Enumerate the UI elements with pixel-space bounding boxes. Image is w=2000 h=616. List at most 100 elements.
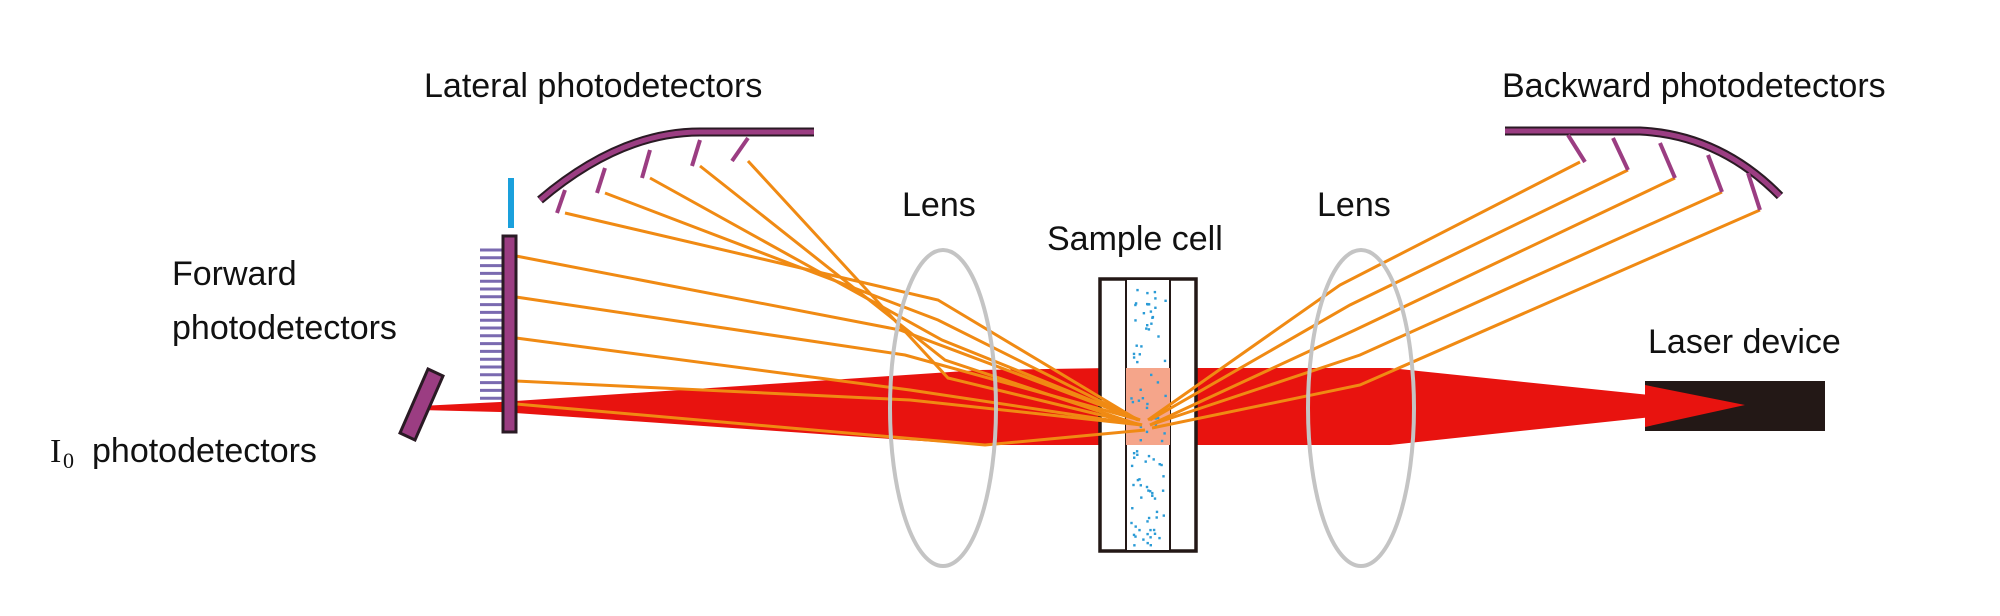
scattered-ray <box>1147 160 1581 422</box>
particle <box>1131 400 1135 404</box>
scattered-ray <box>515 254 1141 422</box>
particle <box>1132 533 1136 537</box>
particle <box>1162 514 1165 517</box>
scattered-ray <box>515 379 1143 427</box>
laser-emitter-glow <box>1645 385 1745 427</box>
particle <box>1131 507 1134 510</box>
scattered-ray <box>746 159 1143 427</box>
particle <box>1154 297 1157 300</box>
label-sample-cell: Sample cell <box>1047 220 1223 258</box>
particle <box>1132 483 1135 487</box>
label-laser-device: Laser device <box>1648 323 1841 361</box>
particle <box>1154 417 1157 420</box>
particle <box>1151 491 1154 495</box>
lens-left <box>888 248 998 568</box>
label-i0-subscript: 0 <box>63 448 74 473</box>
particle <box>1147 328 1151 331</box>
forward-photodetector-array <box>480 178 518 434</box>
lens-right <box>1306 248 1416 568</box>
particle <box>1136 453 1139 456</box>
laser-beam-converging <box>420 368 1110 445</box>
scattered-ray <box>604 191 1139 422</box>
particle <box>1140 345 1143 348</box>
particle <box>1130 464 1134 468</box>
particle <box>1146 291 1149 295</box>
label-i0-photodetectors: photodetectors <box>92 432 317 470</box>
particle <box>1154 423 1158 426</box>
label-lens-left: Lens <box>902 186 976 224</box>
particle <box>1156 381 1160 384</box>
particle <box>1142 312 1146 315</box>
particle <box>1138 353 1141 356</box>
particle <box>1164 394 1167 398</box>
particle <box>1147 489 1150 492</box>
backward-detector-element <box>1611 137 1630 171</box>
label-i0-symbol: I <box>50 433 61 470</box>
particle <box>1157 335 1160 338</box>
particle <box>1134 303 1137 307</box>
scattered-ray <box>1149 168 1629 422</box>
scattered-ray <box>1151 208 1761 430</box>
scattered-ray <box>649 176 1141 422</box>
particle <box>1153 290 1157 294</box>
particle <box>1147 516 1151 520</box>
particle <box>1163 359 1167 363</box>
particle <box>1145 430 1149 434</box>
particle <box>1161 489 1165 492</box>
particle <box>1132 356 1136 359</box>
particle <box>1155 510 1159 514</box>
scattered-ray <box>515 295 1141 422</box>
particle <box>1142 538 1145 541</box>
label-lateral-photodetectors: Lateral photodetectors <box>424 67 762 105</box>
particle <box>1149 544 1152 547</box>
particle <box>1151 494 1154 497</box>
particle <box>1145 327 1148 330</box>
forward-detector-comb <box>480 248 503 400</box>
particle <box>1153 497 1157 500</box>
label-lens-right: Lens <box>1317 186 1391 224</box>
particle <box>1162 475 1165 478</box>
particle <box>1152 458 1155 461</box>
particle <box>1164 299 1167 302</box>
particles <box>1130 288 1167 547</box>
particle <box>1146 402 1149 406</box>
particle <box>1136 288 1139 292</box>
particle <box>1146 324 1149 327</box>
scattered-ray <box>1149 176 1676 427</box>
particle <box>1154 306 1157 309</box>
particle <box>1136 478 1140 482</box>
laser-beam <box>420 368 1745 445</box>
particle <box>1152 528 1156 532</box>
particle <box>1134 319 1137 322</box>
scattered-ray <box>1149 190 1723 427</box>
particle <box>1146 303 1150 306</box>
particle <box>1139 425 1143 429</box>
particle <box>1149 528 1152 532</box>
particle <box>1147 454 1151 458</box>
label-forward-line1: Forward <box>172 255 297 293</box>
particle <box>1134 535 1137 538</box>
particle <box>1150 373 1153 377</box>
particle <box>1134 302 1138 305</box>
particle <box>1138 528 1141 532</box>
particle <box>1155 516 1158 519</box>
backward-photodetector-array <box>1505 126 1784 211</box>
particle <box>1139 388 1142 391</box>
lateral-detector-element <box>640 149 652 179</box>
particle <box>1137 399 1141 402</box>
particle <box>1160 439 1164 443</box>
particle <box>1145 485 1149 489</box>
particle <box>1160 463 1163 467</box>
particle <box>1141 397 1145 400</box>
i0-photodetector <box>398 366 445 443</box>
particle <box>1130 521 1133 525</box>
particle <box>1132 352 1136 356</box>
particle <box>1132 452 1136 455</box>
particle <box>1163 432 1166 435</box>
particle <box>1153 532 1157 535</box>
particle <box>1149 536 1152 539</box>
lateral-detector-element <box>690 139 702 167</box>
backward-detector-element <box>1658 142 1677 179</box>
